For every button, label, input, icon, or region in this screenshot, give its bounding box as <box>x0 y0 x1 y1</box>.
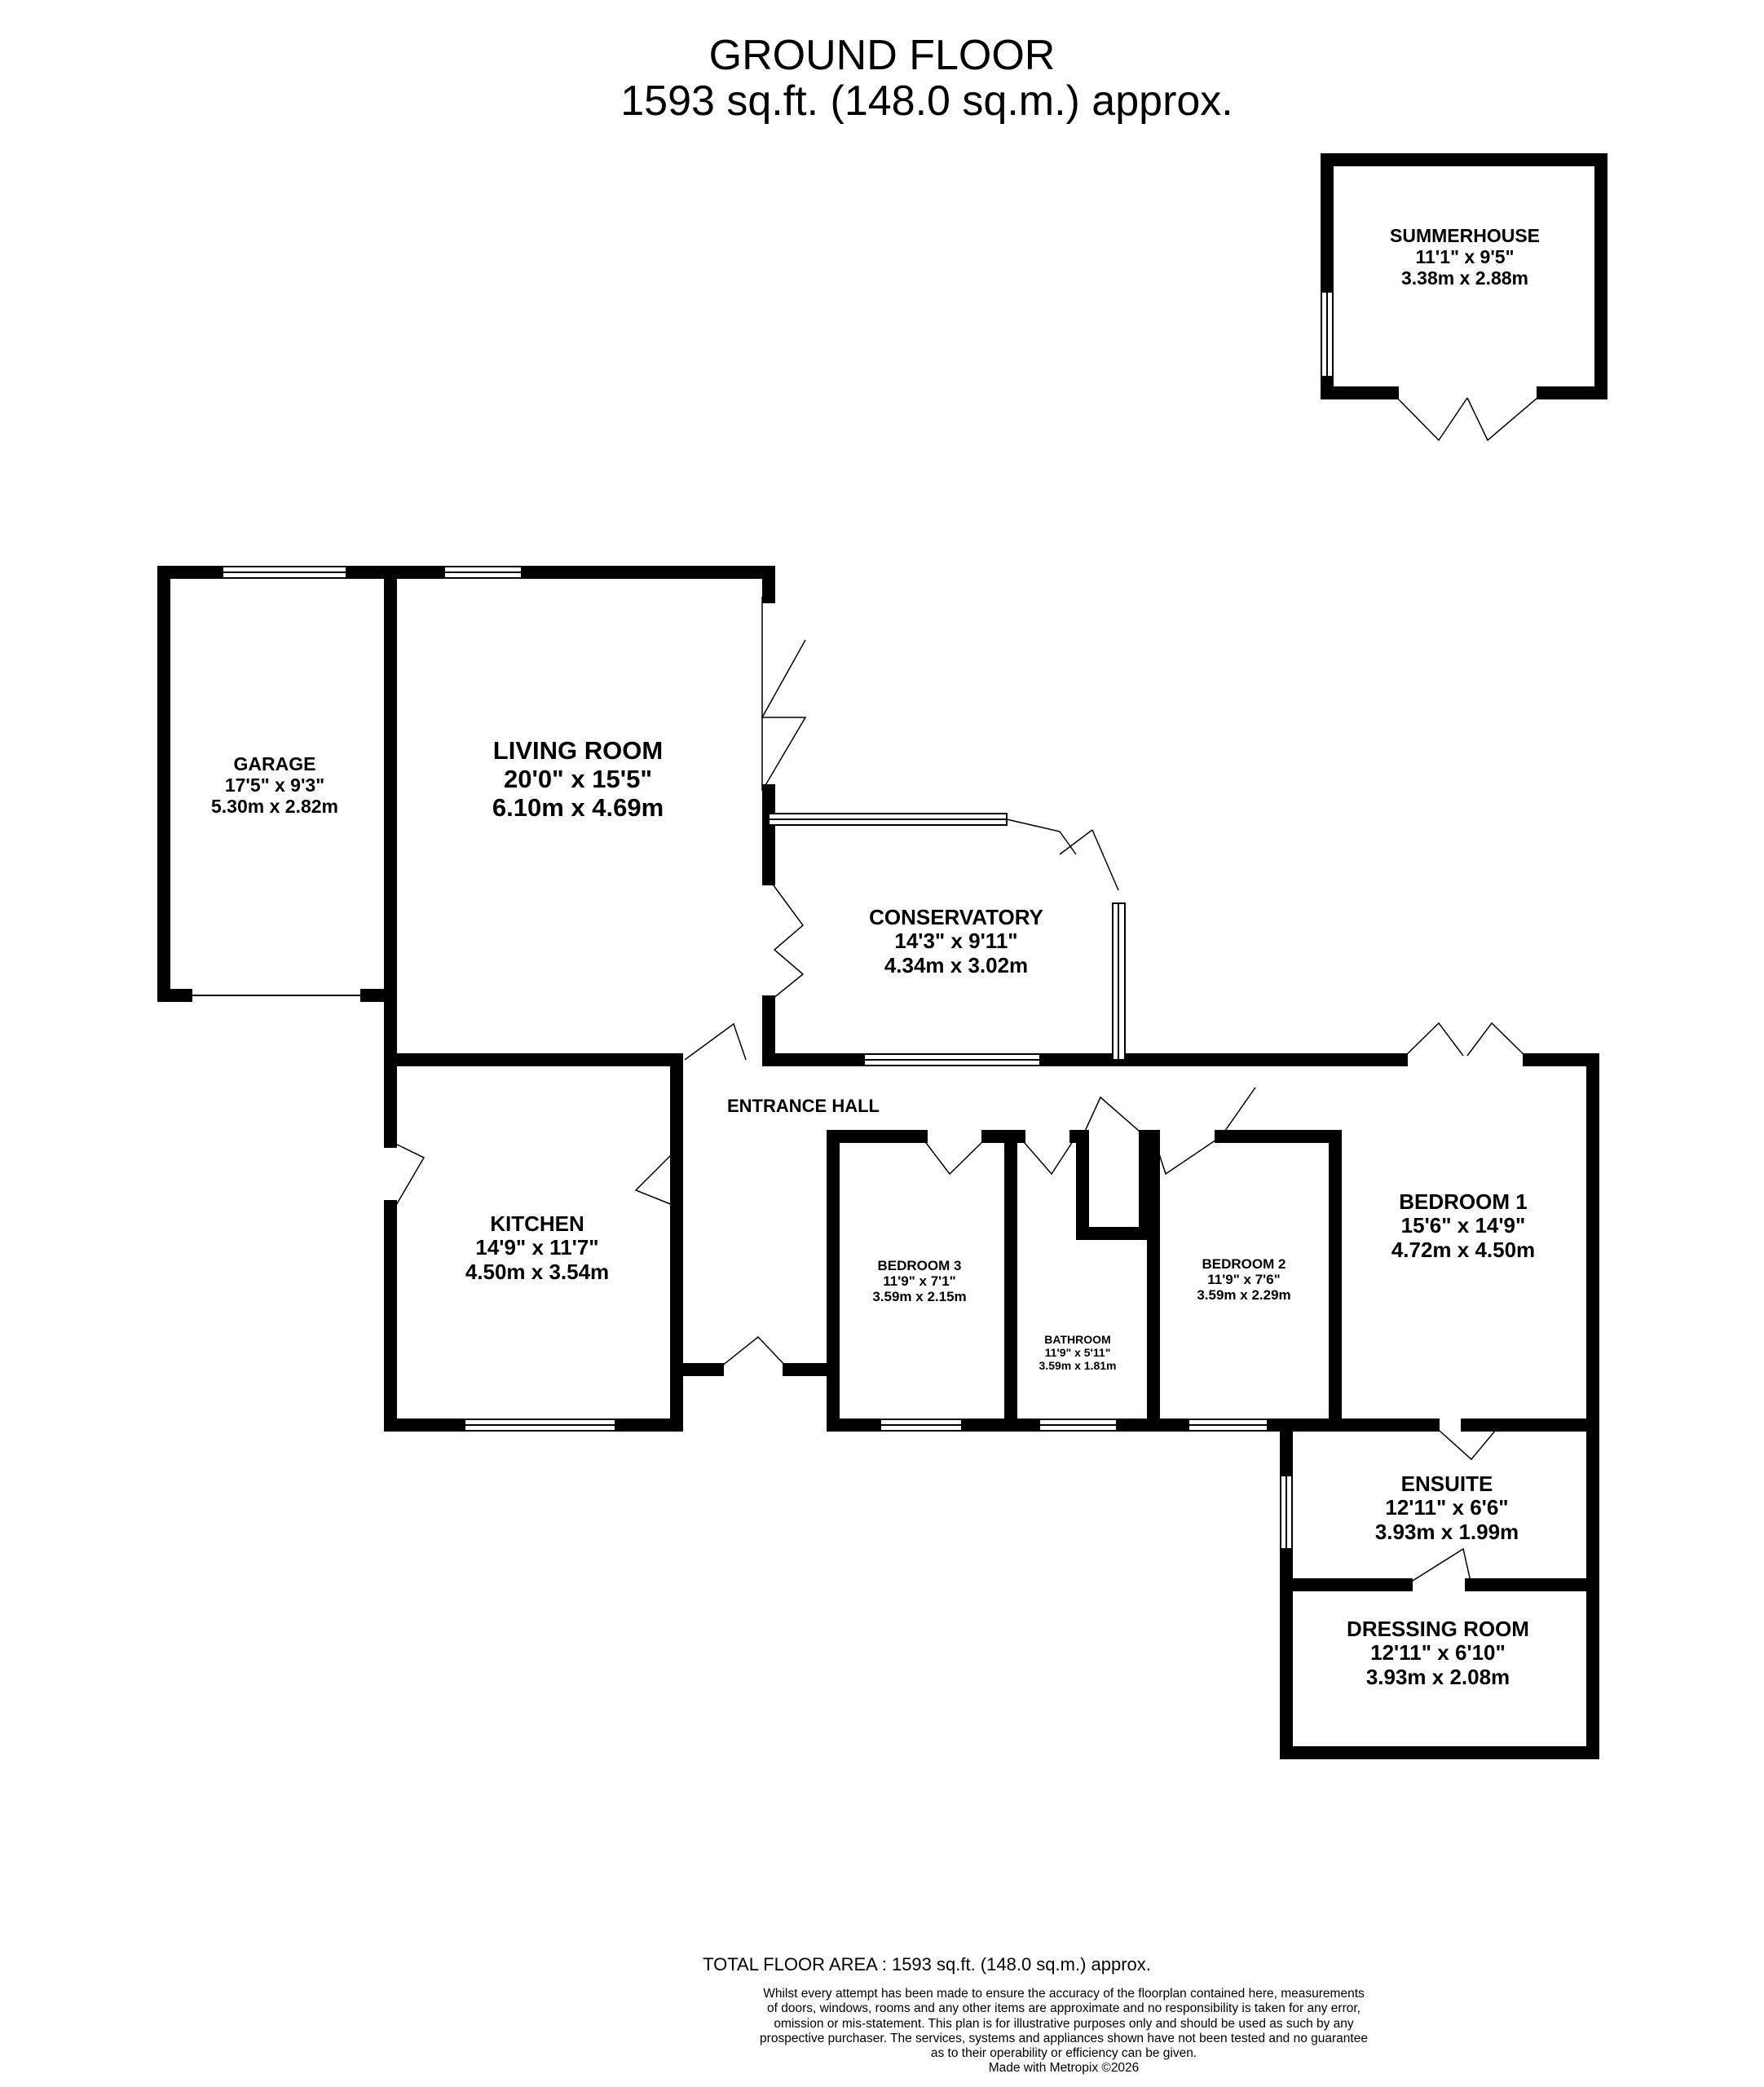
room-name: KITCHEN <box>490 1211 584 1236</box>
disclaimer: Whilst every attempt has been made to en… <box>697 1987 1431 2076</box>
room-label-bedroom-1: BEDROOM 1 15'6" x 14'9" 4.72m x 4.50m <box>1391 1189 1536 1262</box>
room-name: BATHROOM <box>1044 1333 1111 1346</box>
room-label-garage: GARAGE 17'5" x 9'3" 5.30m x 2.82m <box>211 753 338 817</box>
room-imperial: 14'3" x 9'11" <box>894 929 1018 954</box>
plan-title: GROUND FLOOR <box>708 32 1056 79</box>
room-label-kitchen: KITCHEN 14'9" x 11'7" 4.50m x 3.54m <box>465 1211 610 1284</box>
room-imperial: 12'11" x 6'10" <box>1370 1640 1506 1666</box>
disclaimer-line: prospective purchaser. The services, sys… <box>760 2031 1368 2045</box>
room-imperial: 11'9" x 7'1" <box>883 1273 956 1290</box>
room-metric: 5.30m x 2.82m <box>210 795 339 817</box>
room-metric: 3.59m x 1.81m <box>1039 1358 1117 1372</box>
room-metric: 3.93m x 2.08m <box>1365 1664 1510 1689</box>
disclaimer-line: of doors, windows, rooms and any other i… <box>766 2001 1360 2016</box>
room-metric: 4.34m x 3.02m <box>884 952 1029 977</box>
room-metric: 3.59m x 2.15m <box>872 1289 967 1305</box>
room-imperial: 11'9" x 7'6" <box>1207 1272 1281 1288</box>
room-imperial: 11'1" x 9'5" <box>1415 245 1515 267</box>
disclaimer-line: Whilst every attempt has been made to en… <box>763 1987 1365 2001</box>
room-label-bedroom-2: BEDROOM 2 11'9" x 7'6" 3.59m x 2.29m <box>1197 1256 1290 1304</box>
room-name: ENSUITE <box>1400 1471 1493 1496</box>
room-name: BEDROOM 2 <box>1202 1256 1286 1272</box>
room-imperial: 15'6" x 14'9" <box>1400 1213 1526 1238</box>
windows <box>222 291 1334 1550</box>
room-metric: 3.59m x 2.29m <box>1197 1287 1291 1304</box>
room-label-dressing-room: DRESSING ROOM 12'11" x 6'10" 3.93m x 2.0… <box>1347 1617 1529 1689</box>
disclaimer-line: as to their operability or efficiency ca… <box>930 2046 1197 2061</box>
room-metric: 3.38m x 2.88m <box>1400 267 1529 289</box>
room-imperial: 20'0" x 15'5" <box>503 765 653 794</box>
room-label-conservatory: CONSERVATORY 14'3" x 9'11" 4.34m x 3.02m <box>869 905 1043 977</box>
room-name: BEDROOM 3 <box>877 1258 962 1273</box>
room-metric: 6.10m x 4.69m <box>492 793 664 823</box>
walls <box>157 153 1607 1759</box>
room-metric: 4.50m x 3.54m <box>465 1259 610 1284</box>
room-name: GARAGE <box>233 753 316 774</box>
room-name: SUMMERHOUSE <box>1389 225 1541 246</box>
room-name: LIVING ROOM <box>492 736 664 765</box>
room-label-bathroom: BATHROOM 11'9" x 5'11" 3.59m x 1.81m <box>1039 1333 1117 1372</box>
doors <box>186 392 1544 1586</box>
room-name: BEDROOM 1 <box>1399 1189 1528 1214</box>
total-floor-area: TOTAL FLOOR AREA : 1593 sq.ft. (148.0 sq… <box>703 1954 1151 1974</box>
plan-subtitle: 1593 sq.ft. (148.0 sq.m.) approx. <box>620 77 1233 125</box>
room-imperial: 11'9" x 5'11" <box>1044 1345 1111 1359</box>
room-name: CONSERVATORY <box>869 905 1043 929</box>
room-label-bedroom-3: BEDROOM 3 11'9" x 7'1" 3.59m x 2.15m <box>872 1258 966 1305</box>
room-imperial: 14'9" x 11'7" <box>475 1235 599 1260</box>
room-metric: 3.93m x 1.99m <box>1374 1519 1519 1544</box>
room-label-ensuite: ENSUITE 12'11" x 6'6" 3.93m x 1.99m <box>1374 1471 1519 1544</box>
made-with-credit: Made with Metropix ©2026 <box>988 2061 1140 2076</box>
room-imperial: 17'5" x 9'3" <box>224 774 325 796</box>
room-label-living-room: LIVING ROOM 20'0" x 15'5" 6.10m x 4.69m <box>492 736 664 822</box>
room-imperial: 12'11" x 6'6" <box>1385 1495 1509 1520</box>
room-name: DRESSING ROOM <box>1347 1617 1529 1641</box>
room-label-entrance-hall: ENTRANCE HALL <box>727 1096 880 1116</box>
room-label-summerhouse: SUMMERHOUSE 11'1" x 9'5" 3.38m x 2.88m <box>1390 225 1540 289</box>
room-metric: 4.72m x 4.50m <box>1391 1237 1536 1262</box>
disclaimer-line: omission or mis-statement. This plan is … <box>774 2016 1354 2031</box>
